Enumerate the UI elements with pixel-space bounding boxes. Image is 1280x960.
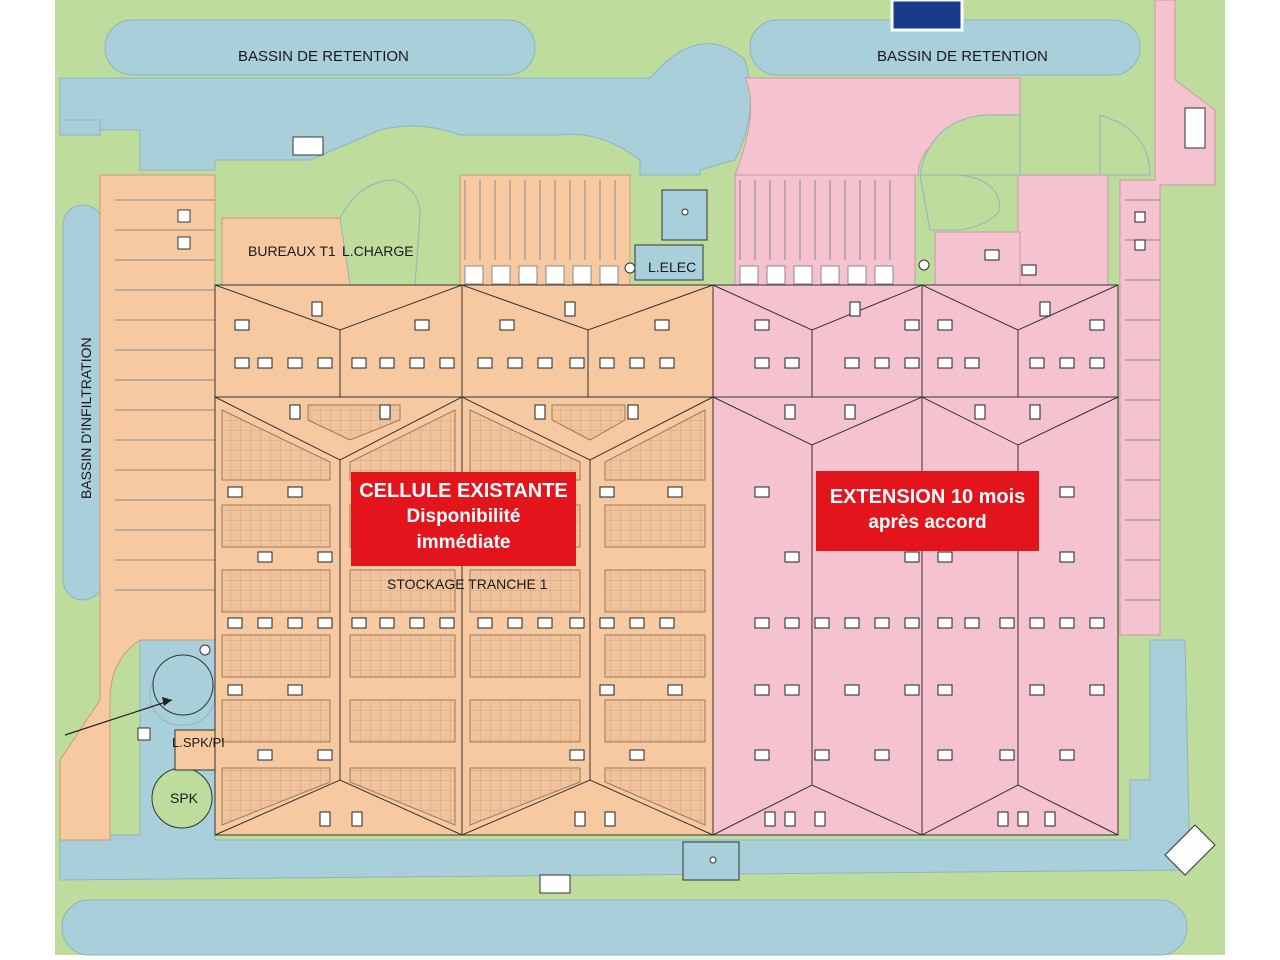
existing-callout-line1: CELLULE EXISTANTE xyxy=(359,480,568,502)
sprinkler-tank xyxy=(152,654,214,716)
extension-callout-line1: EXTENSION 10 mois xyxy=(829,486,1026,508)
racking xyxy=(221,404,706,826)
door-symbols xyxy=(227,211,1146,827)
extension-callout: EXTENSION 10 mois après accord xyxy=(816,471,1039,551)
sprinkler-tank-label: SPK xyxy=(170,790,199,806)
parking-areas xyxy=(115,180,1160,601)
north-canal xyxy=(59,43,752,176)
existing-callout-line3: immédiate xyxy=(416,532,511,553)
existing-cell xyxy=(214,284,714,836)
existing-callout-line2: Disponibilité xyxy=(406,506,521,527)
extension-callout-line2: après accord xyxy=(868,512,987,533)
south-pond xyxy=(61,899,1188,956)
misc-symbols xyxy=(137,107,1216,894)
charge-room-label: L.CHARGE xyxy=(342,243,414,259)
local-elec-building xyxy=(634,244,704,281)
retention-basin-right-label: BASSIN DE RETENTION xyxy=(877,48,1048,65)
sprinkler-room-label: L.SPK/PI xyxy=(172,735,225,750)
retention-pond-left xyxy=(104,19,536,76)
elec-room-label: L.ELEC xyxy=(648,259,697,275)
infiltration-basin-label: BASSIN D'INFILTRATION xyxy=(78,337,94,499)
west-channel xyxy=(59,119,101,136)
existing-cell-callout: CELLULE EXISTANTE Disponibilité immédiat… xyxy=(351,472,576,566)
storage-label: STOCKAGE TRANCHE 1 xyxy=(387,576,548,592)
offices-label: BUREAUX T1 xyxy=(248,243,336,259)
retention-basin-left-label: BASSIN DE RETENTION xyxy=(238,48,409,65)
local-buildings xyxy=(151,0,964,881)
